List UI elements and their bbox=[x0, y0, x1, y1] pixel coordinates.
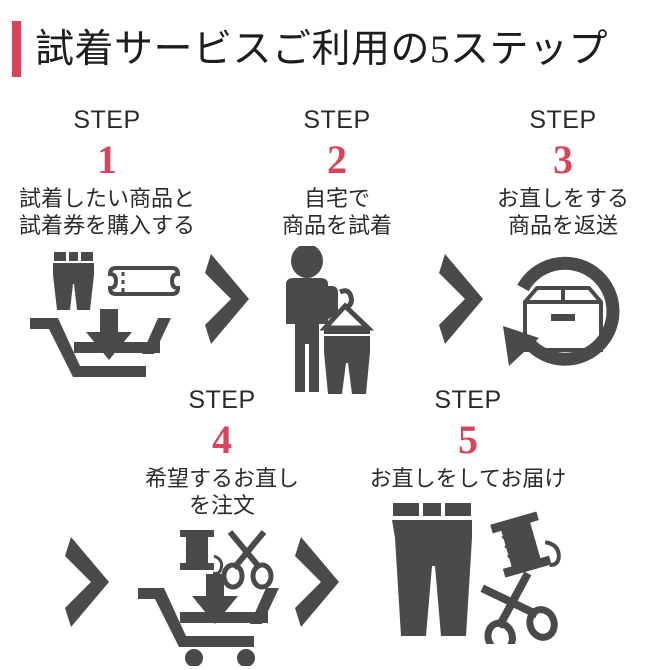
step-card-4: STEP 4 希望するお直し を注文 bbox=[117, 388, 327, 666]
chevron-right-icon bbox=[293, 533, 345, 631]
step-description-2: 自宅で 商品を試着 bbox=[281, 186, 392, 238]
step-icon-group-5 bbox=[363, 499, 573, 644]
page-title: 試着サービスご利用の5ステップ bbox=[35, 27, 609, 71]
step-description-5: お直しをしてお届け bbox=[369, 466, 567, 491]
step-description-3: お直しをする 商品を返送 bbox=[496, 186, 629, 238]
step-number-2: 2 bbox=[327, 137, 347, 182]
step-card-2: STEP 2 自宅で 商品を試着 bbox=[232, 108, 442, 394]
step-icon-group-1 bbox=[2, 246, 212, 386]
step-label-1: STEP bbox=[73, 106, 141, 134]
scissors-icon bbox=[221, 529, 274, 590]
step-number-1: 1 bbox=[97, 137, 117, 182]
pants-icon bbox=[53, 251, 94, 310]
thread-spool-icon bbox=[180, 529, 224, 575]
step-label-2: STEP bbox=[303, 106, 371, 134]
step-number-3: 3 bbox=[553, 137, 573, 182]
step-card-3: STEP 3 お直しをする 商品を返送 bbox=[458, 108, 668, 378]
step-label-3: STEP bbox=[529, 106, 597, 134]
shopping-cart-down-arrow-icon bbox=[138, 573, 279, 666]
person-with-hanger-pants-icon bbox=[286, 245, 375, 394]
step-label-5: STEP bbox=[434, 386, 502, 414]
shopping-cart-down-arrow-icon bbox=[30, 308, 171, 377]
step-icon-group-4 bbox=[117, 526, 327, 666]
pants-icon bbox=[392, 502, 472, 636]
step-card-1: STEP 1 試着したい商品と 試着券を購入する bbox=[2, 108, 212, 386]
scissors-icon bbox=[480, 571, 558, 644]
step-icon-group-3 bbox=[458, 246, 668, 378]
chevron-right-icon bbox=[203, 250, 255, 348]
ticket-icon bbox=[107, 265, 181, 296]
step-number-5: 5 bbox=[458, 417, 478, 462]
thread-spool-icon bbox=[490, 511, 561, 578]
page-title-block: 試着サービスご利用の5ステップ bbox=[0, 18, 670, 80]
step-description-4: 希望するお直し を注文 bbox=[144, 466, 299, 518]
step-label-4: STEP bbox=[188, 386, 256, 414]
chevron-right-icon bbox=[63, 533, 115, 631]
step-description-1: 試着したい商品と 試着券を購入する bbox=[18, 186, 195, 238]
title-accent-bar bbox=[12, 21, 21, 77]
step-number-4: 4 bbox=[212, 417, 232, 462]
step-icon-group-2 bbox=[232, 245, 442, 394]
chevron-right-icon bbox=[437, 250, 489, 348]
step-card-5: STEP 5 お直しをしてお届け bbox=[363, 388, 573, 644]
return-box-circular-arrow-icon bbox=[503, 256, 620, 366]
